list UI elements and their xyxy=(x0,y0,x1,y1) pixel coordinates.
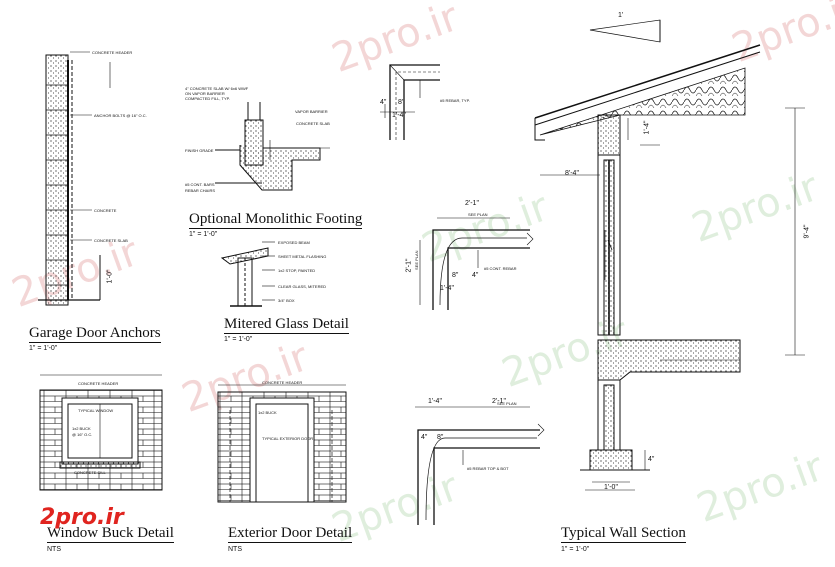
svg-text:CONCRETE SLAB: CONCRETE SLAB xyxy=(296,121,330,126)
title-optional-monolithic-footing: Optional Monolithic Footing xyxy=(189,211,363,229)
dim-c3-twoone: 2'-1" xyxy=(492,398,506,405)
svg-text:CONCRETE: CONCRETE xyxy=(94,208,117,213)
brand-logo[interactable]: 2pro.ir xyxy=(40,505,124,530)
title-window-buck-detail: Window Buck Detail xyxy=(47,525,174,543)
title-garage-door-anchors: Garage Door Anchors xyxy=(29,325,161,343)
svg-text:SHEET METAL FLASHING: SHEET METAL FLASHING xyxy=(278,254,326,259)
scale-window: NTS xyxy=(47,546,61,553)
svg-text:SEE PLAN: SEE PLAN xyxy=(497,401,517,406)
scale-door: NTS xyxy=(228,546,242,553)
scale-mitered: 1" = 1'-0" xyxy=(224,336,253,343)
svg-text:VAPOR BARRIER: VAPOR BARRIER xyxy=(295,109,328,114)
svg-text:CONCRETE HEADER: CONCRETE HEADER xyxy=(78,381,118,386)
svg-text:CONCRETE HEADER: CONCRETE HEADER xyxy=(262,380,302,385)
svg-text:REBAR CHAIRS: REBAR CHAIRS xyxy=(185,188,215,193)
svg-text:4" CONCRETE SLAB W/ 6x6 WWF: 4" CONCRETE SLAB W/ 6x6 WWF xyxy=(185,86,249,91)
svg-text:#5 REBAR TOP & BOT: #5 REBAR TOP & BOT xyxy=(467,466,509,471)
dim-c2-twoone: 2'-1" xyxy=(465,200,479,207)
dim-wall-eightfour: 8'-4" xyxy=(565,170,579,177)
scale-wall: 1" = 1'-0" xyxy=(561,546,590,553)
svg-text:CONCRETE SLAB: CONCRETE SLAB xyxy=(94,238,128,243)
svg-text:CONCRETE SILL: CONCRETE SILL xyxy=(74,470,107,475)
dim-garage: 1'-0" xyxy=(106,269,114,284)
svg-text:TYPICAL EXTERIOR DOOR: TYPICAL EXTERIOR DOOR xyxy=(262,436,313,441)
corner-detail-middle: SEE PLAN SEE PLAN #5 CONT. REBAR xyxy=(414,212,534,310)
dim-c2-eight: 8" xyxy=(452,272,459,279)
svg-text:3/4" BOX: 3/4" BOX xyxy=(278,298,295,303)
svg-text:1x2 BUCK: 1x2 BUCK xyxy=(72,426,91,431)
scale-garage: 1" = 1'-0" xyxy=(29,345,58,352)
dim-c2-onefour: 1'-4" xyxy=(440,285,454,292)
svg-text:1x2 BUCK: 1x2 BUCK xyxy=(258,410,277,415)
dim-c2-twoone-vertical: 2'-1" xyxy=(405,258,413,273)
svg-text:ON VAPOR BARRIER: ON VAPOR BARRIER xyxy=(185,91,225,96)
mitered-glass-drawing: EXPOSED BEAM SHEET METAL FLASHING 1x2 ST… xyxy=(220,240,326,307)
dim-c3-onefour: 1'-4" xyxy=(428,398,442,405)
dim-wall-roof: 1' xyxy=(618,12,624,19)
window-buck-drawing: CONCRETE HEADER TYPICAL WINDOW 1x2 BUCK … xyxy=(39,374,163,491)
svg-text:SEE PLAN: SEE PLAN xyxy=(468,212,488,217)
svg-text:FINISH GRADE: FINISH GRADE xyxy=(185,148,214,153)
dim-wall-small: 1'-4" xyxy=(643,120,651,135)
dim-c1-onefour: 1'-4" xyxy=(392,112,406,119)
garage-door-anchors-drawing: CONCRETE HEADER ANCHOR BOLTS @ 16" O.C. … xyxy=(38,50,147,306)
dim-c2-four: 4" xyxy=(472,272,479,279)
dim-wall-four: 4" xyxy=(648,456,655,463)
svg-text:#5 CONT. BARS: #5 CONT. BARS xyxy=(185,182,215,187)
dim-c1-four: 4" xyxy=(380,99,387,106)
title-mitered-glass-detail: Mitered Glass Detail xyxy=(224,316,349,334)
exterior-door-drawing: CONCRETE HEADER 1x2 BUCK TYPICAL EXTERIO… xyxy=(217,380,347,503)
dim-wall-one: 1'-0" xyxy=(604,484,618,491)
monolithic-footing-drawing: 4" CONCRETE SLAB W/ 6x6 WWF ON VAPOR BAR… xyxy=(185,86,330,193)
svg-text:CLEAR GLASS, MITERED: CLEAR GLASS, MITERED xyxy=(278,284,326,289)
svg-text:TYPICAL WINDOW: TYPICAL WINDOW xyxy=(78,408,113,413)
svg-text:EXPOSED BEAM: EXPOSED BEAM xyxy=(278,240,310,245)
dim-c1-eight: 8" xyxy=(398,99,405,106)
svg-text:1x2 STOP, PAINTED: 1x2 STOP, PAINTED xyxy=(278,268,315,273)
svg-text:#5 REBAR, TYP.: #5 REBAR, TYP. xyxy=(440,98,470,103)
svg-text:SEE PLAN: SEE PLAN xyxy=(414,250,419,270)
svg-text:@ 16" O.C.: @ 16" O.C. xyxy=(72,432,92,437)
svg-text:#5 CONT. REBAR: #5 CONT. REBAR xyxy=(484,266,517,271)
dim-wall-tall: 9'-4" xyxy=(803,224,811,239)
title-exterior-door-detail: Exterior Door Detail xyxy=(228,525,353,543)
svg-text:CONCRETE HEADER: CONCRETE HEADER xyxy=(92,50,132,55)
dim-c3-four: 4" xyxy=(421,434,428,441)
svg-text:ANCHOR BOLTS @ 16" O.C.: ANCHOR BOLTS @ 16" O.C. xyxy=(94,113,147,118)
wall-section-drawing xyxy=(534,19,805,491)
scale-footing: 1" = 1'-0" xyxy=(189,231,218,238)
corner-detail-bottom: SEE PLAN #5 REBAR TOP & BOT xyxy=(415,401,545,525)
title-typical-wall-section: Typical Wall Section xyxy=(561,525,686,543)
svg-text:COMPACTED FILL, TYP.: COMPACTED FILL, TYP. xyxy=(185,96,230,101)
corner-detail-top: #5 REBAR, TYP. xyxy=(380,64,470,140)
dim-c3-eight: 8" xyxy=(437,434,444,441)
